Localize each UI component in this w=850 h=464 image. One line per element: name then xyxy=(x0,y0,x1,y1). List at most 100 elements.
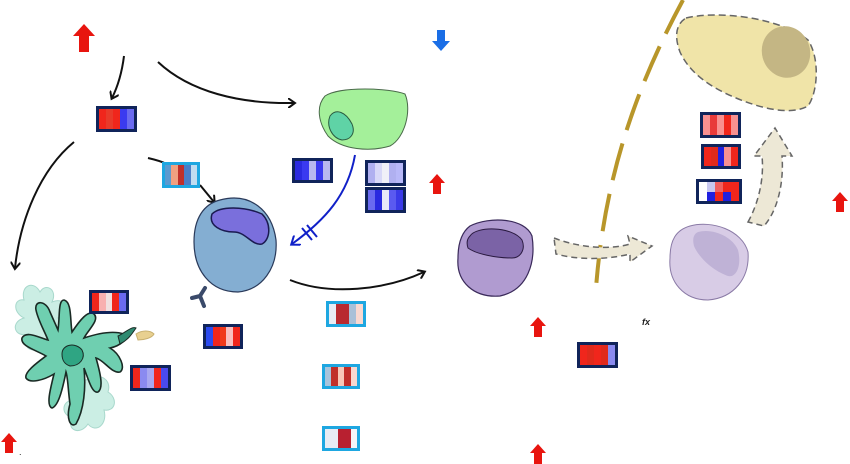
heatmap-column xyxy=(344,429,351,448)
heatmap-column xyxy=(99,109,106,129)
heatmap-column xyxy=(350,367,358,386)
heatmap-column xyxy=(731,182,739,201)
heatmap-cell xyxy=(323,161,330,180)
heatmap-column xyxy=(147,368,154,388)
heatmap-cell xyxy=(119,293,126,311)
heatmap-cell xyxy=(707,191,715,201)
plasma-cell-dark xyxy=(457,219,534,297)
heatmap-cell xyxy=(717,115,724,135)
dendritic-cell xyxy=(14,284,155,432)
heatmap-cell xyxy=(389,163,396,183)
heatmap-column xyxy=(325,367,332,386)
antigen-icon xyxy=(135,330,155,341)
heatmap-column xyxy=(703,115,710,135)
heatmap-cell xyxy=(382,163,389,183)
heatmap-cell xyxy=(325,367,332,386)
green-cell xyxy=(318,88,409,150)
heatmap-cell xyxy=(171,165,178,185)
heatmap-column xyxy=(140,368,147,388)
hm-right-3 xyxy=(696,179,742,204)
migration-arrow xyxy=(746,126,794,227)
up-arrow-icon xyxy=(429,174,445,194)
heatmap-cell xyxy=(165,165,172,185)
heatmap-cell xyxy=(715,191,723,201)
heatmap-cell xyxy=(154,368,161,388)
heatmap-column xyxy=(105,293,113,311)
flow-arrow xyxy=(199,184,214,202)
heatmap-column xyxy=(723,182,731,201)
heatmap-cell xyxy=(344,367,351,386)
hm-right-2 xyxy=(701,144,741,169)
heatmap-cell xyxy=(177,165,185,185)
heatmap-cell xyxy=(724,115,731,135)
heatmap-cell xyxy=(710,147,718,166)
heatmap-column xyxy=(608,345,615,365)
heatmap-cell xyxy=(375,163,382,183)
heatmap-column xyxy=(119,293,126,311)
heatmap-cell xyxy=(99,109,106,129)
heatmap-column xyxy=(368,190,375,210)
heatmap-cell xyxy=(98,293,106,311)
heatmap-cell xyxy=(356,304,363,324)
heatmap-cell xyxy=(233,327,240,346)
flow-arrow xyxy=(289,272,424,291)
heatmap-column xyxy=(382,163,389,183)
heatmap-cell xyxy=(731,182,739,192)
fx-label: fx xyxy=(642,317,651,327)
heatmap-cell xyxy=(382,190,389,210)
heatmap-column xyxy=(127,109,134,129)
antibody-icon xyxy=(190,286,207,308)
heatmap-column xyxy=(717,147,725,166)
heatmap-column xyxy=(212,327,220,346)
heatmap-column xyxy=(337,367,345,386)
heatmap-cell xyxy=(316,161,323,180)
heatmap-column xyxy=(331,367,338,386)
heatmap-cell xyxy=(715,182,723,192)
heatmap-column xyxy=(356,304,363,324)
heatmap-column xyxy=(112,293,120,311)
heatmap-cell xyxy=(309,161,316,180)
hm-mid-3 xyxy=(322,426,360,451)
heatmap-cell xyxy=(699,182,707,192)
heatmap-column xyxy=(731,147,738,166)
heatmap-cell xyxy=(337,367,345,386)
heatmap-cell xyxy=(601,345,608,365)
hm-green-right-2 xyxy=(365,187,406,213)
heatmap-cell xyxy=(350,367,358,386)
hm-green-left xyxy=(292,158,333,183)
up-arrow-icon xyxy=(530,444,546,464)
hm-green-right-1 xyxy=(365,160,406,186)
dot-label: . xyxy=(19,447,22,457)
heatmap-cell xyxy=(396,190,403,210)
heatmap-column xyxy=(724,147,732,166)
heatmap-cell xyxy=(703,115,710,135)
yellow-cell xyxy=(675,14,817,112)
heatmap-column xyxy=(715,182,723,201)
heatmap-column xyxy=(704,147,711,166)
heatmap-cell xyxy=(731,147,738,166)
heatmap-column xyxy=(184,165,191,185)
heatmap-cell xyxy=(302,161,309,180)
heatmap-cell xyxy=(212,327,220,346)
migration-arrow xyxy=(553,234,654,264)
heatmap-column xyxy=(382,190,389,210)
heatmap-cell xyxy=(704,147,711,166)
up-arrow-icon xyxy=(832,192,848,212)
heatmap-column xyxy=(594,345,601,365)
heatmap-column xyxy=(335,304,343,324)
heatmap-cell xyxy=(105,293,113,311)
heatmap-column xyxy=(342,304,350,324)
heatmap-column xyxy=(587,345,594,365)
heatmap-column xyxy=(724,115,731,135)
heatmap-cell xyxy=(106,109,113,129)
heatmap-column xyxy=(601,345,608,365)
heatmap-column xyxy=(349,304,357,324)
heatmap-column xyxy=(154,368,161,388)
inhibit-mark xyxy=(301,224,318,241)
heatmap-column xyxy=(389,190,396,210)
heatmap-cell xyxy=(375,190,382,210)
flow-arrow xyxy=(157,61,294,103)
heatmap-cell xyxy=(112,293,120,311)
hm-bcell-bottom xyxy=(203,324,243,349)
